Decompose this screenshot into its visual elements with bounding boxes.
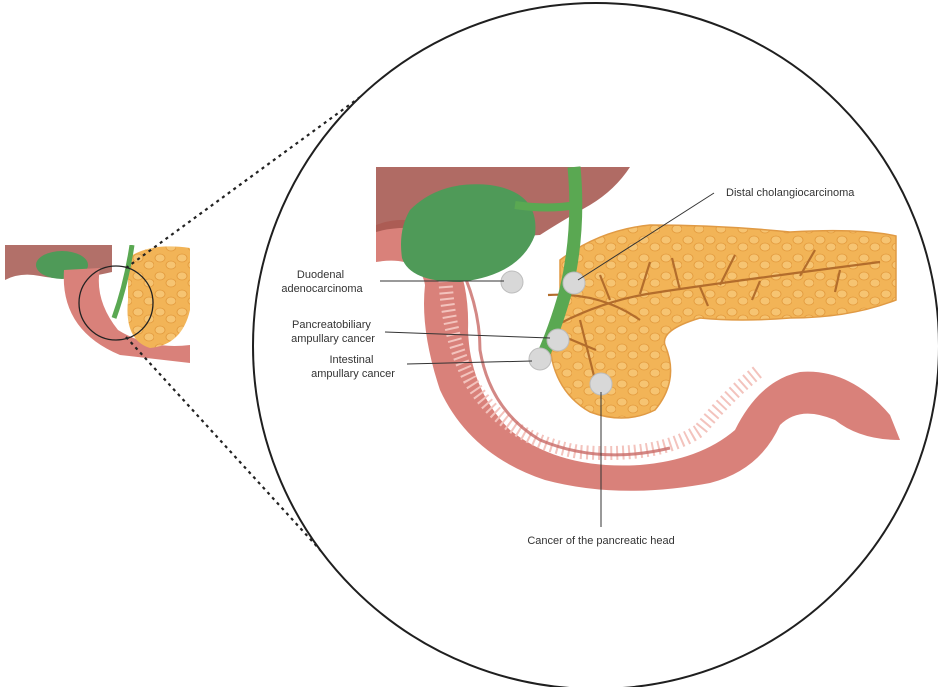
cystic-duct [515,205,576,208]
label-intestinal-line2: ampullary cancer [311,368,395,380]
label-pancreatobiliary-line1: Pancreatobiliary [292,319,371,331]
label-pancreatobiliary-line2: ampullary cancer [291,333,375,345]
overview-thumbnail [5,245,190,363]
tumor-pancreatobiliary-ampullary [547,329,569,351]
label-intestinal-line1: Intestinal [329,354,373,366]
label-duodenal-line1: Duodenal [297,269,344,281]
label-cancer-of-pancreatic-head: Cancer of the pancreatic head [527,535,674,547]
tumor-intestinal-ampullary [529,348,551,370]
label-duodenal-line2: adenocarcinoma [281,283,363,295]
tumor-pancreatic-head [590,373,612,395]
tumor-distal-cholangiocarcinoma [563,272,585,294]
tumor-duodenal-adenocarcinoma [501,271,523,293]
label-distal-cholangiocarcinoma: Distal cholangiocarcinoma [726,187,855,199]
